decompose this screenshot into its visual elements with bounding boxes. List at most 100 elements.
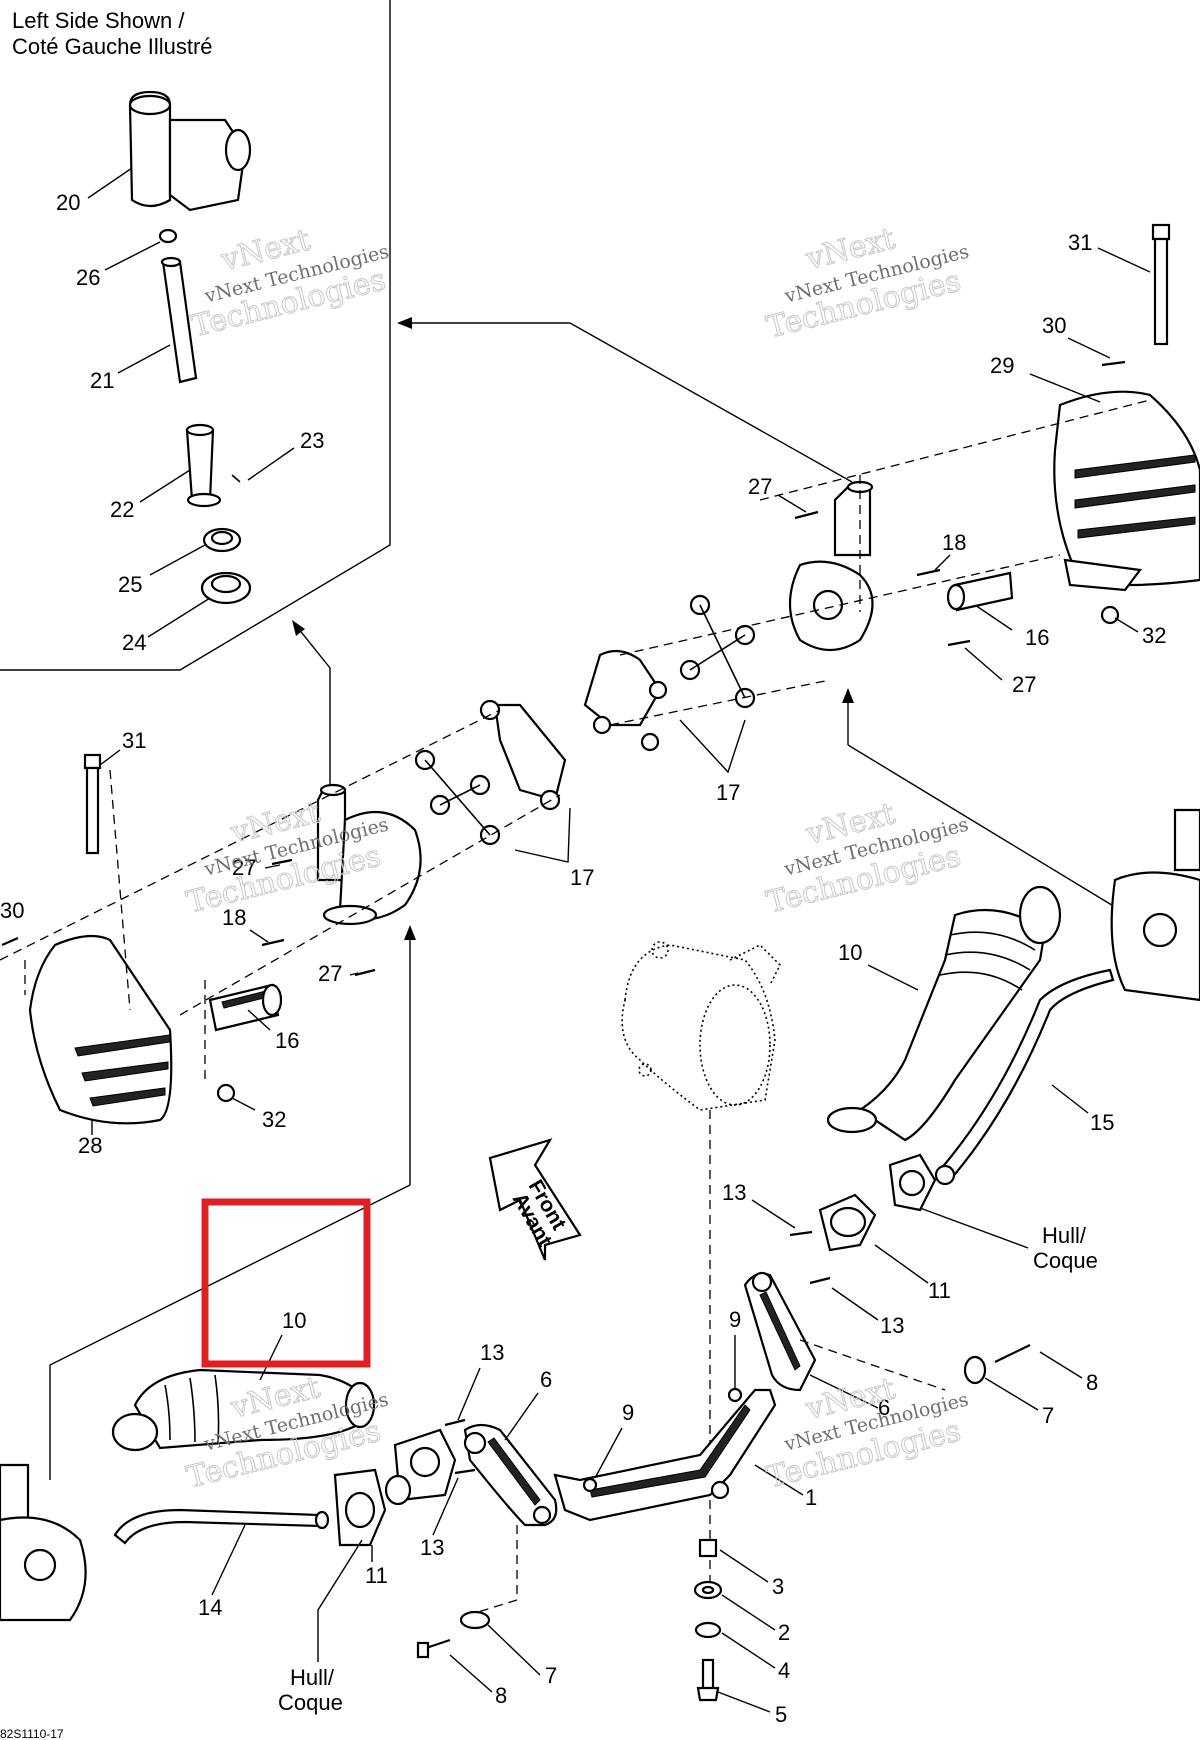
axis-left-2	[179, 794, 561, 1016]
part-22-bushing	[185, 423, 222, 508]
callout-26: 26	[76, 265, 100, 290]
callout-11a: 11	[928, 1278, 951, 1303]
callout-10a: 10	[838, 940, 862, 965]
callout-13d: 13	[420, 1535, 444, 1560]
callout-7a: 7	[1042, 1403, 1054, 1428]
leader-hull-left	[317, 1539, 363, 1662]
part-30-screw-right	[1101, 360, 1126, 367]
watermark-2: vNext vNext Technologies Technologies	[763, 221, 971, 346]
callout-30a: 30	[1042, 313, 1066, 338]
part-10-boot-left	[111, 1368, 376, 1452]
leader-8b	[449, 1654, 493, 1693]
hull-right-line1: Hull/	[1042, 1223, 1087, 1248]
leader-32b	[231, 1097, 256, 1111]
callout-27a: 27	[748, 474, 772, 499]
axis-left-1	[0, 709, 501, 961]
part-18-pin-right	[916, 568, 941, 577]
part-8-bolt-left	[416, 1638, 451, 1659]
leader-17b	[514, 807, 571, 863]
leader-22	[139, 469, 191, 503]
leader-6b	[504, 1392, 539, 1441]
part-7-bushing-right	[963, 1355, 987, 1385]
watermark-1: vNext vNext Technologies Technologies	[188, 222, 392, 345]
steering-arm-left	[316, 783, 422, 926]
hull-left-line2: Coque	[278, 1690, 343, 1715]
part-11-gasket-right	[888, 1153, 937, 1212]
part-1-steering-bar	[553, 1388, 777, 1522]
callout-6a: 6	[878, 1395, 890, 1420]
leader-7b	[487, 1624, 541, 1676]
axis-lower-washer	[477, 1599, 518, 1613]
callout-27b: 27	[1012, 672, 1036, 697]
part-31-bolt-left	[83, 753, 102, 855]
callout-9b: 9	[622, 1400, 634, 1425]
callout-28: 28	[78, 1133, 102, 1158]
inset-arrow-connector	[569, 322, 853, 483]
hull-right-line2: Coque	[1033, 1248, 1098, 1273]
part-23-pin	[231, 474, 241, 483]
callout-8b: 8	[495, 1683, 507, 1708]
callout-31a: 31	[1068, 230, 1092, 255]
leader-31a	[1097, 247, 1151, 273]
leader-4	[721, 1632, 776, 1669]
leader-13b	[831, 1287, 879, 1321]
part-21-tube	[160, 256, 198, 384]
part-15-pipe-right	[934, 968, 1115, 1186]
leader-23	[247, 447, 295, 481]
leader-1	[754, 1464, 804, 1496]
part-3-bushing	[698, 1538, 718, 1558]
part-17-linkage-left	[414, 699, 567, 846]
callout-3: 3	[772, 1574, 784, 1599]
callout-24: 24	[122, 630, 146, 655]
part-32-nut-left	[216, 1083, 236, 1103]
leader-27b	[964, 647, 1003, 681]
part-11-flange-right	[818, 1193, 877, 1252]
callout-31b: 31	[122, 728, 146, 753]
callout-6b: 6	[540, 1367, 552, 1392]
part-14-pipe-left	[113, 1508, 330, 1545]
leader-25	[149, 544, 206, 576]
axis-right-1	[759, 399, 1151, 501]
axis-right-lever	[799, 1339, 946, 1391]
leader-13c	[457, 1367, 481, 1421]
part-16-sleeve-left	[208, 983, 283, 1032]
front-direction-arrow: Front Avant	[488, 1138, 582, 1261]
callout-32b: 32	[262, 1107, 286, 1132]
arrowhead-inset	[292, 620, 305, 636]
part-18-pin-left	[261, 938, 285, 947]
leader-10a	[867, 964, 919, 991]
callout-10b: 10	[282, 1308, 306, 1333]
callout-13c: 13	[480, 1340, 504, 1365]
callout-18b: 18	[222, 905, 246, 930]
inset-frame	[0, 0, 391, 671]
part-5-bolt	[696, 1658, 720, 1702]
arrowhead-left	[397, 317, 412, 329]
callout-17a: 17	[716, 780, 740, 805]
part-16-sleeve-right	[946, 571, 1014, 612]
leader-27c	[264, 864, 281, 869]
leader-30a	[1067, 337, 1111, 359]
callout-27d: 27	[318, 961, 342, 986]
part-32-nut-right	[1100, 605, 1120, 625]
part-13-screws-right	[789, 1230, 831, 1285]
leader-18b	[249, 929, 269, 943]
callout-15: 15	[1090, 1110, 1114, 1135]
leader-8a	[1039, 1351, 1083, 1379]
leader-2	[721, 1594, 776, 1631]
leader-14	[211, 1524, 246, 1596]
steering-arm-lower-left	[0, 1463, 87, 1622]
part-26-cap	[158, 228, 178, 244]
leader-27a	[777, 494, 807, 513]
leader-11a	[874, 1244, 929, 1284]
part-11-gasket-left	[333, 1468, 387, 1547]
part-24-nut	[200, 571, 252, 605]
part-2-washer	[693, 1580, 723, 1600]
callout-5: 5	[775, 1702, 787, 1727]
leader-15	[1051, 1084, 1089, 1114]
callout-11b: 11	[365, 1563, 388, 1588]
callout-4: 4	[778, 1658, 790, 1683]
part-27-pins-right	[794, 510, 971, 647]
part-9-bolt-left	[582, 1477, 598, 1493]
part-9-bolt-right	[727, 1387, 743, 1403]
callout-30b: 30	[0, 898, 24, 923]
